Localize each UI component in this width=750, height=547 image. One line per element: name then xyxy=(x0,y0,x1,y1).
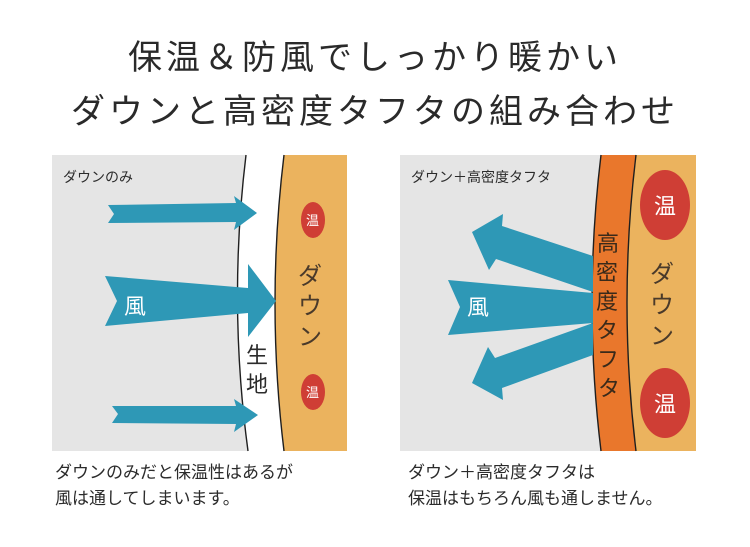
taffeta-label-1: 高 xyxy=(597,232,619,257)
left-caption-line-2: 風は通してしまいます。 xyxy=(55,489,240,509)
wind-arrow-top xyxy=(108,196,257,230)
taffeta-label-6: タ xyxy=(598,377,620,402)
wind-arrow-bottom xyxy=(112,399,258,432)
right-wind-label: 風 xyxy=(467,296,489,321)
taffeta-label-3: 度 xyxy=(596,290,618,315)
fabric-label-2: 地 xyxy=(246,373,268,398)
right-panel-label: ダウン＋高密度タフタ xyxy=(411,169,551,186)
down-layer-edge-line xyxy=(274,154,285,452)
warm-label-top: 温 xyxy=(306,214,319,229)
down-label-da: ダ xyxy=(298,262,322,290)
warm-label-large-top: 温 xyxy=(654,195,676,220)
left-caption: ダウンのみだと保温性はあるが 風は通してしまいます。 xyxy=(55,460,293,512)
left-wind-label: 風 xyxy=(124,295,146,320)
down-label-u: ウ xyxy=(298,292,322,320)
taffeta-label-2: 密 xyxy=(596,261,618,286)
left-panel-label: ダウンのみ xyxy=(63,170,133,186)
left-panel: ダウンのみ 風 生 地 ダ ウ ン 温 温 xyxy=(52,154,347,452)
warm-ellipse-large-bottom xyxy=(640,368,690,438)
title-line-2: ダウンと高密度タフタの組み合わせ xyxy=(71,92,679,132)
taffeta-inner-line xyxy=(626,154,637,452)
wind-arrow-reflected-top xyxy=(472,214,593,292)
right-caption-line-2: 保温はもちろん風も通しません。 xyxy=(408,489,663,509)
right-caption: ダウン＋高密度タフタは 保温はもちろん風も通しません。 xyxy=(408,460,663,512)
warm-ellipse-large-top xyxy=(640,170,690,240)
down-label-right-n: ン xyxy=(650,322,674,350)
left-caption-line-1: ダウンのみだと保温性はあるが xyxy=(55,463,293,483)
title-line-1: 保温＆防風でしっかり暖かい xyxy=(128,38,622,78)
down-layer xyxy=(275,155,347,451)
warm-label-bottom: 温 xyxy=(306,386,319,401)
taffeta-label-5: フ xyxy=(597,348,619,373)
down-label-n: ン xyxy=(298,323,322,351)
taffeta-label-4: タ xyxy=(596,319,618,344)
right-caption-line-1: ダウン＋高密度タフタは xyxy=(408,463,595,483)
warm-ellipse-bottom xyxy=(301,374,325,410)
taffeta-layer xyxy=(592,155,636,451)
fabric-label-1: 生 xyxy=(246,344,268,369)
down-label-right-da: ダ xyxy=(650,260,674,288)
wind-arrow-main xyxy=(105,264,276,337)
wind-arrow-reflected-bottom xyxy=(472,323,593,400)
warm-label-large-bottom: 温 xyxy=(654,393,676,418)
right-panel: ダウン＋高密度タフタ 風 高 密 度 タ フ タ ダ ウ ン 温 温 xyxy=(400,154,696,452)
down-label-right-u: ウ xyxy=(650,291,674,319)
wind-arrow-incoming xyxy=(448,280,593,335)
warm-ellipse-top xyxy=(301,202,325,238)
